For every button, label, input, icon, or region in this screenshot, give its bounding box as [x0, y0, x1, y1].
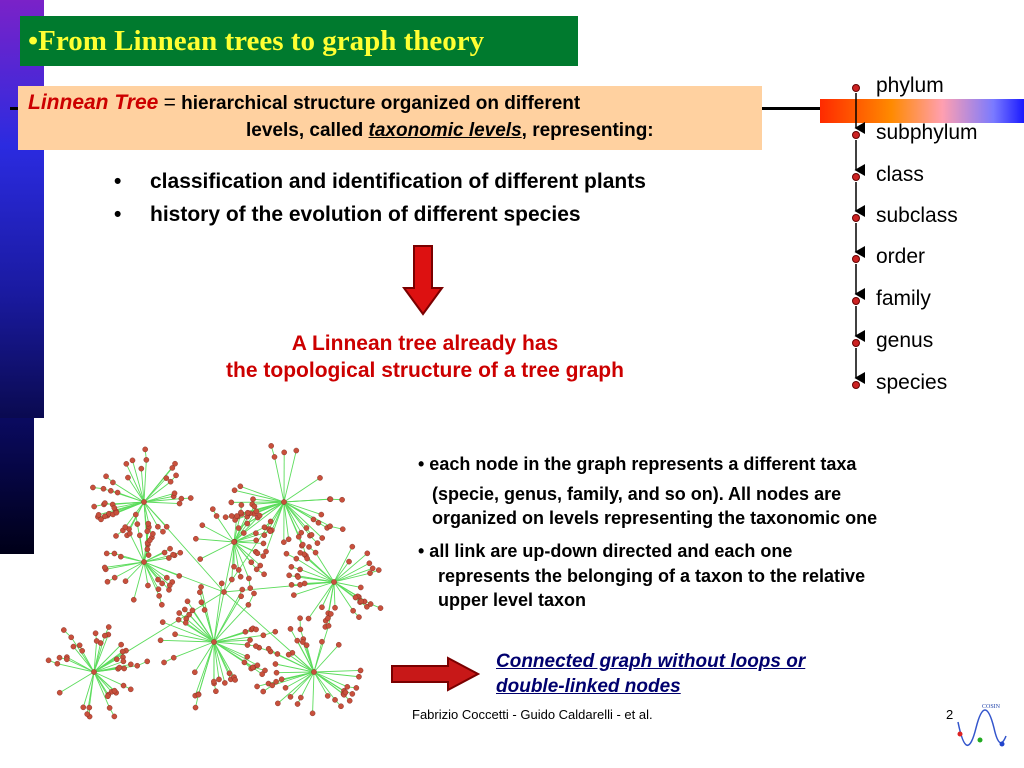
- conclusion-line-1: Connected graph without loops or: [496, 651, 806, 672]
- conclusion-line-2: double-linked nodes: [496, 676, 681, 697]
- taxon-node: [852, 297, 860, 305]
- bullet-item: • history of the evolution of different s…: [110, 201, 646, 234]
- taxon-label: family: [876, 287, 931, 310]
- slide-title: •From Linnean trees to graph theory: [20, 16, 578, 66]
- description-line: • each node in the graph represents a di…: [418, 454, 857, 474]
- definition-text-2b: , representing:: [521, 120, 654, 141]
- description-line: represents the belonging of a taxon to t…: [438, 566, 866, 586]
- taxon-node: [852, 381, 860, 389]
- taxon-node: [852, 255, 860, 263]
- bullet-list: • classification and identification of di…: [110, 168, 646, 234]
- taxon-node: [852, 173, 860, 181]
- taxon-label: subclass: [876, 204, 958, 227]
- bullet-text: history of the evolution of different sp…: [150, 203, 581, 226]
- description-line: organized on levels representing the tax…: [432, 508, 878, 528]
- definition-term: Linnean Tree: [28, 91, 159, 114]
- definition-text-1: hierarchical structure organized on diff…: [181, 93, 581, 114]
- bullet-marker: •: [114, 203, 122, 226]
- left-dark-bar: [0, 418, 34, 554]
- conclusion-text: Connected graph without loops or double-…: [496, 649, 805, 699]
- description-line: • all link are up-down directed and each…: [418, 541, 793, 561]
- left-gradient-bar: [0, 0, 44, 418]
- footer-authors: Fabrizio Coccetti - Guido Caldarelli - e…: [412, 707, 653, 722]
- definition-line-1: Linnean Tree = hierarchical structure or…: [28, 91, 580, 115]
- taxonomic-levels-term: taxonomic levels: [368, 120, 522, 141]
- tree-graph-image: [45, 443, 384, 720]
- bullet-item: • classification and identification of di…: [110, 168, 646, 201]
- taxonomy-hierarchy: phylum subphylum class subclass order family g…: [840, 72, 1024, 402]
- taxon-node: [852, 339, 860, 347]
- definition-box: Linnean Tree = hierarchical structure or…: [18, 86, 762, 150]
- statement-line-2: the topological structure of a tree grap…: [226, 359, 624, 382]
- taxon-node: [852, 84, 860, 92]
- tree-graph-statement: A Linnean tree already has the topologic…: [150, 330, 700, 384]
- statement-line-1: A Linnean tree already has: [291, 332, 559, 355]
- taxon-label: phylum: [876, 74, 944, 97]
- description-line: (specie, genus, family, and so on). All …: [432, 484, 842, 504]
- right-arrow-icon: [391, 656, 480, 692]
- taxon-label: species: [876, 371, 948, 394]
- gradient-accent-bar: [820, 99, 1024, 123]
- down-arrow-icon: [402, 245, 444, 316]
- bullet-marker: •: [114, 170, 122, 193]
- bullet-text: classification and identification of dif…: [150, 170, 646, 193]
- logo-text: COSIN: [982, 704, 1001, 710]
- taxon-node: [852, 131, 860, 139]
- taxon-node: [852, 214, 860, 222]
- definition-text-2a: levels, called: [246, 120, 369, 141]
- taxon-label: class: [876, 163, 924, 186]
- description-line: upper level taxon: [438, 590, 587, 610]
- taxon-label: subphylum: [876, 121, 978, 144]
- cosin-logo: COSIN: [957, 704, 1007, 747]
- taxon-label: order: [876, 245, 926, 268]
- page-number: 2: [946, 707, 954, 722]
- graph-nodes: [45, 443, 384, 720]
- definition-line-2: levels, called taxonomic levels, represe…: [246, 120, 654, 142]
- graph-edges: [48, 445, 381, 717]
- taxon-label: genus: [876, 329, 934, 352]
- taxonomy-arrows: [852, 84, 865, 389]
- definition-equals: =: [163, 91, 176, 114]
